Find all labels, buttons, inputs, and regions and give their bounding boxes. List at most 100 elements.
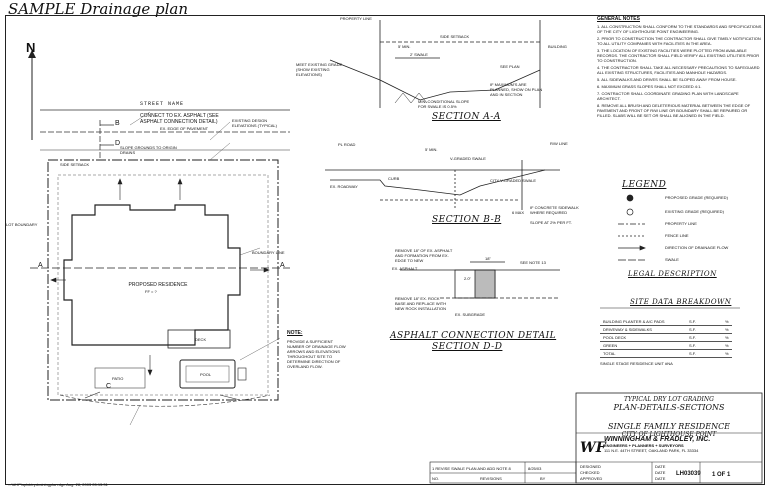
sec-b-rw-line: R/W LINE — [550, 141, 568, 146]
north-label: N — [26, 40, 36, 55]
section-b-title: SECTION B-B — [432, 215, 502, 225]
sec-b-city-swale: CITY V-GRADED SWALE — [490, 178, 537, 183]
tb-line-3: SINGLE FAMILY RESIDENCE — [607, 422, 731, 431]
deck-label: DECK — [195, 337, 207, 342]
tb-designed: DESIGNED — [580, 464, 601, 469]
section-d-subtitle: SECTION D-D — [432, 342, 503, 352]
general-note-8: 8. REMOVE ALL BRUSH AND DELETERIOUS MATE… — [597, 103, 751, 118]
sec-b-slope: SLOPE AT 2% PER FT. — [530, 220, 572, 225]
tb-date-1: DATE — [655, 464, 666, 469]
drawing-title: SAMPLE Drainage plan — [8, 0, 189, 18]
tb-sheet: 1 OF 1 — [712, 472, 731, 478]
revision-row: 1 REVISE SWALE PLAN AND ADD NOTE 8 — [432, 466, 511, 471]
section-marker-a-right: A — [280, 262, 285, 269]
tb-date-3: DATE — [655, 476, 666, 481]
section-marker-b: B — [115, 120, 120, 127]
grade-note: EXISTING DESIGN ELEVATIONS (TYPICAL) — [232, 118, 277, 128]
patio-label: PATIO — [112, 376, 124, 381]
sec-b-roadway: EX. ROADWAY — [330, 184, 358, 189]
legend-item-flow: DIRECTION OF DRAINAGE FLOW — [665, 245, 729, 250]
section-marker-d: D — [115, 140, 121, 147]
section-marker-a-left: A — [38, 262, 43, 269]
residence-label: PROPOSED RESIDENCE — [128, 282, 188, 288]
street-name: STREET NAME — [140, 101, 185, 107]
legend-item-swale: SWALE — [665, 257, 679, 262]
file-path: ...\UHP\sploktrydrainingplan.dgn Aug. 28… — [8, 482, 108, 487]
firm-logo: WF — [580, 440, 606, 456]
sec-a-existing-grade: MEET EXISTING GRADE (SHOW EXISTING ELEVA… — [296, 62, 343, 77]
easement-label: EX. EDGE OF PAVEMENT — [160, 126, 209, 131]
title-block: TYPICAL DRY LOT GRADING PLAN-DETAILS-SEC… — [578, 396, 760, 438]
lot-boundary-left: LOT BOUNDARY — [6, 222, 38, 227]
site-data-footer: SINGLE STAGE RESIDENCE UNIT #NA — [600, 361, 673, 366]
sec-d-remove-asphalt: REMOVE 18" OF EX. ASPHALT AND FORMATION … — [395, 248, 453, 263]
tb-approved: APPROVED — [580, 476, 603, 481]
legend-heading: LEGEND — [622, 180, 667, 190]
sec-d-18: 18" — [485, 256, 491, 261]
general-note-6: 6. MAXIMUM GRASS SLOPES SHALL NOT EXCEED… — [597, 84, 702, 89]
sec-b-min: 5' MIN. — [425, 147, 438, 152]
slope-note: SLOPE GROUNDS TO ORIGIN DRAINS — [120, 145, 177, 155]
sec-d-note13: SEE NOTE 13 — [520, 260, 546, 265]
pool-label: POOL — [200, 372, 212, 377]
sec-a-property-line: PROPERTY LINE — [340, 16, 372, 21]
residence-ff: FF = ? — [145, 289, 157, 294]
sec-a-swale: 2' SWALE — [410, 52, 428, 57]
sec-d-ex-asphalt: EX. ASPHALT — [392, 266, 418, 271]
sec-a-maximums: IF MAXIMUM'S ARE PLANNED, SHOW ON PLAN A… — [490, 82, 543, 97]
sec-d-2: 2.0" — [464, 276, 471, 281]
legend-item-property: PROPERTY LINE — [665, 221, 697, 226]
sec-a-min: 5' MIN. — [398, 44, 411, 49]
general-note-1: 1. ALL CONSTRUCTION SHALL CONFORM TO THE… — [597, 24, 762, 34]
tb-checked: CHECKED — [580, 470, 600, 475]
legal-description-heading: LEGAL DESCRIPTION — [628, 270, 717, 278]
sec-a-side-setback: SIDE SETBACK — [440, 34, 470, 39]
revision-no-label: NO. — [432, 476, 440, 481]
firm-name: WINNINGHAM & FRADLEY, INC. — [604, 436, 711, 443]
legend-item-proposed: PROPOSED GRADE (REQUIRED) — [665, 195, 728, 200]
revision-date: 8/25/03 — [528, 466, 542, 471]
general-notes: GENERAL NOTES 1. ALL CONSTRUCTION SHALL … — [597, 16, 762, 118]
sec-b-max: 6 MAX — [512, 210, 525, 215]
tb-line-1: TYPICAL DRY LOT GRADING — [624, 396, 714, 403]
general-note-5: 5. ALL SIDEWALKS AND DRIVES SHALL BE SLO… — [597, 77, 737, 82]
plan-note-text: PROVIDE A SUFFICIENT NUMBER OF DRAINAGE … — [287, 339, 346, 369]
sec-d-rock-base: REMOVE 18" EX. ROCK BASE AND REPLACE WIT… — [395, 296, 447, 311]
legend-item-existing: EXISTING GRADE (REQUIRED) — [665, 209, 724, 214]
sec-a-building: BUILDING — [548, 44, 567, 49]
revision-by: BY — [540, 476, 546, 481]
general-note-4: 4. THE CONTRACTOR SHALL TAKE ALL NECESSA… — [597, 65, 760, 75]
plan-note-heading: NOTE: — [287, 330, 303, 336]
firm-info: WINNINGHAM & FRADLEY, INC. ENGINEERS + P… — [604, 436, 760, 453]
general-notes-heading: GENERAL NOTES — [597, 16, 640, 22]
section-a-title: SECTION A-A — [432, 112, 501, 122]
firm-subtitle: ENGINEERS + PLANNERS + SURVEYORS — [604, 443, 684, 448]
sec-b-curb: CURB — [388, 176, 400, 181]
revision-heading: REVISIONS — [480, 476, 502, 481]
setback-label: SIDE SETBACK — [60, 162, 90, 167]
lot-boundary-right: BOUNDARY LINE — [252, 250, 285, 255]
sec-a-min-slope: MIN. CONDITIONAL SLOPE FOR SWALE IS 0.5% — [418, 99, 470, 109]
tb-date-2: DATE — [655, 470, 666, 475]
tb-line-2: PLAN-DETAILS-SECTIONS — [613, 403, 725, 412]
firm-address: 111 N.E. 44TH STREET, OAKLAND PARK, FL 3… — [604, 448, 699, 453]
sheet-border — [5, 15, 765, 485]
section-marker-c: C — [106, 383, 112, 390]
general-note-3: 3. THE LOCATION OF EXISTING FACILITIES W… — [597, 48, 760, 63]
sec-d-subgrade: EX. SUBGRADE — [455, 312, 486, 317]
tb-line-4: CITY OF LIGHTHOUSE POINT — [621, 431, 717, 438]
legend-item-fence: FENCE LINE — [665, 233, 689, 238]
connect-note: CONNECT TO EX. ASPHALT (SEE ASPHALT CONN… — [140, 113, 219, 125]
tb-number: LH03039 — [676, 471, 701, 477]
general-note-2: 2. PRIOR TO CONSTRUCTION THE CONTRACTOR … — [597, 36, 761, 46]
sec-a-see-plan: SEE PLAN — [500, 64, 520, 69]
section-d-title: ASPHALT CONNECTION DETAIL — [390, 331, 557, 341]
site-data-heading: SITE DATA BREAKDOWN — [630, 298, 732, 306]
